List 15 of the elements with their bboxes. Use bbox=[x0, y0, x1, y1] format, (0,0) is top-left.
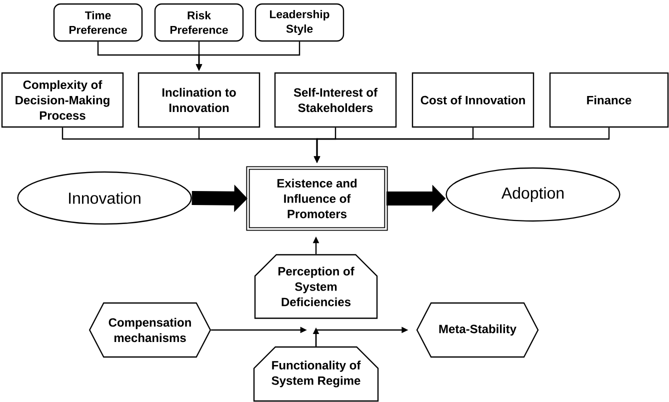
cut-corner-box: Perception of System Deficiencies bbox=[254, 254, 378, 319]
double-border-box: Existence and Influence of Promoters bbox=[246, 166, 388, 231]
factor-box: Self-Interest of Stakeholders bbox=[274, 72, 397, 128]
cut-corner-box: Functionality of System Regime bbox=[253, 346, 379, 402]
factor-box: Finance bbox=[549, 72, 669, 128]
factor-box: Inclination to Innovation bbox=[138, 72, 260, 128]
hexagon-node: Meta-Stability bbox=[416, 302, 539, 358]
rounded-box: Time Preference bbox=[53, 3, 143, 42]
ellipse-node: Adoption bbox=[446, 167, 620, 222]
factor-box: Cost of Innovation bbox=[412, 72, 534, 128]
ellipse-node: Innovation bbox=[17, 171, 192, 225]
hexagon-node: Compensation mechanisms bbox=[88, 302, 212, 358]
rounded-box: Leadership Style bbox=[254, 3, 344, 42]
factor-box: Complexity of Decision-Making Process bbox=[1, 72, 124, 128]
rounded-box: Risk Preference bbox=[154, 3, 244, 42]
